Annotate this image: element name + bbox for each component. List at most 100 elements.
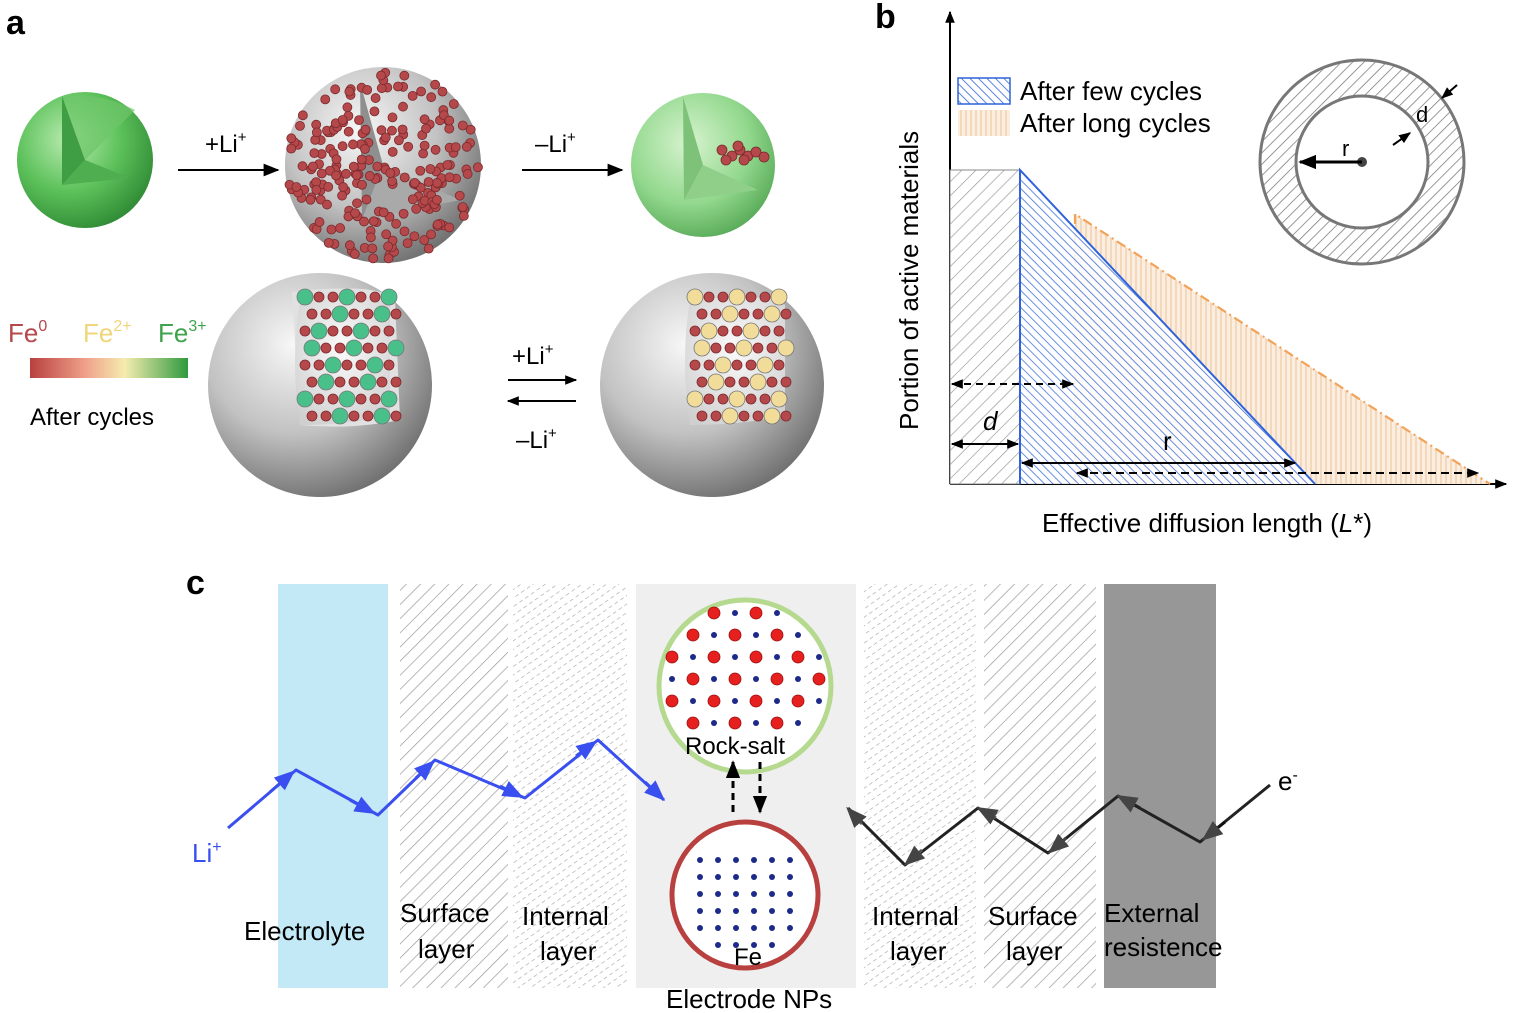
particle bbox=[425, 164, 436, 174]
particle bbox=[343, 126, 354, 137]
particle bbox=[341, 168, 351, 179]
x-axis-label: Effective diffusion length (L*) bbox=[1042, 508, 1372, 538]
particle bbox=[338, 182, 349, 192]
particle bbox=[724, 342, 736, 354]
particle bbox=[341, 359, 353, 371]
lithiation-label: +Li+ bbox=[205, 129, 247, 158]
surface-left-label-1: Surface bbox=[400, 898, 490, 928]
particle bbox=[352, 322, 370, 340]
particle bbox=[348, 161, 359, 172]
particle bbox=[458, 211, 469, 221]
particle bbox=[703, 291, 715, 303]
particle bbox=[344, 240, 355, 251]
particle bbox=[707, 606, 721, 620]
particle bbox=[816, 654, 822, 660]
particle bbox=[355, 359, 367, 371]
particle bbox=[733, 857, 739, 863]
reversible-plus-label: +Li+ bbox=[512, 341, 554, 370]
particle bbox=[387, 146, 398, 157]
particle bbox=[728, 716, 742, 730]
particle bbox=[419, 235, 430, 245]
particle bbox=[390, 308, 402, 320]
particle bbox=[787, 891, 793, 897]
particle bbox=[331, 170, 341, 181]
particle bbox=[461, 141, 472, 152]
particle bbox=[360, 124, 371, 135]
internal-left-label-2: layer bbox=[540, 936, 597, 966]
particle bbox=[303, 339, 321, 357]
particle bbox=[286, 143, 297, 154]
particle bbox=[409, 177, 420, 188]
panel-a: a +Li+ –Li+ Fe0 bbox=[6, 4, 824, 497]
particle bbox=[763, 407, 781, 425]
particle bbox=[387, 112, 398, 123]
particle bbox=[313, 359, 325, 371]
particle bbox=[366, 356, 384, 374]
particle bbox=[752, 342, 764, 354]
particle bbox=[297, 110, 308, 121]
particle bbox=[752, 410, 764, 422]
particle bbox=[403, 141, 414, 152]
particle bbox=[795, 676, 801, 682]
particle bbox=[756, 356, 774, 374]
particle bbox=[710, 342, 722, 354]
particle bbox=[753, 676, 759, 682]
particle bbox=[341, 325, 353, 337]
surface-right-label-2: layer bbox=[1006, 936, 1063, 966]
particle bbox=[368, 253, 379, 264]
particle bbox=[769, 908, 775, 914]
particle bbox=[416, 86, 426, 97]
particle bbox=[419, 114, 430, 125]
particle bbox=[323, 237, 334, 248]
particle bbox=[753, 720, 759, 726]
particle bbox=[720, 154, 732, 166]
particle bbox=[380, 132, 391, 143]
particle bbox=[286, 133, 297, 144]
particle bbox=[770, 672, 784, 686]
particle bbox=[373, 407, 391, 425]
particle bbox=[773, 325, 785, 337]
particle bbox=[703, 359, 715, 371]
particle bbox=[376, 125, 387, 136]
electron-label: e- bbox=[1278, 766, 1298, 796]
particle bbox=[380, 390, 398, 408]
particle bbox=[373, 305, 391, 323]
particle bbox=[399, 226, 410, 237]
particle bbox=[697, 908, 703, 914]
particle bbox=[383, 253, 394, 264]
particle bbox=[769, 857, 775, 863]
particle bbox=[367, 243, 378, 254]
particle bbox=[399, 172, 410, 183]
particle bbox=[769, 925, 775, 931]
particle bbox=[383, 325, 395, 337]
particle bbox=[770, 288, 788, 306]
particle bbox=[690, 654, 696, 660]
particle bbox=[308, 161, 318, 172]
particle bbox=[766, 342, 778, 354]
particle bbox=[348, 410, 360, 422]
particle bbox=[689, 359, 701, 371]
particle bbox=[305, 194, 316, 205]
particle bbox=[707, 694, 721, 708]
particle bbox=[334, 342, 346, 354]
particle bbox=[380, 288, 398, 306]
particle bbox=[703, 393, 715, 405]
li-ion-path bbox=[227, 738, 666, 830]
particle bbox=[402, 238, 413, 249]
fe2-particles bbox=[686, 288, 795, 425]
particle bbox=[759, 393, 771, 405]
particle bbox=[394, 135, 404, 146]
particle bbox=[717, 291, 729, 303]
particle bbox=[444, 123, 455, 134]
particle bbox=[721, 305, 739, 323]
fe-circle bbox=[669, 819, 821, 971]
particle bbox=[370, 93, 381, 103]
particle bbox=[323, 181, 334, 192]
particle bbox=[787, 874, 793, 880]
particle bbox=[391, 218, 401, 229]
particle bbox=[426, 92, 437, 103]
particle bbox=[383, 359, 395, 371]
particle bbox=[360, 144, 370, 154]
particle bbox=[359, 373, 377, 391]
particle bbox=[317, 373, 335, 391]
